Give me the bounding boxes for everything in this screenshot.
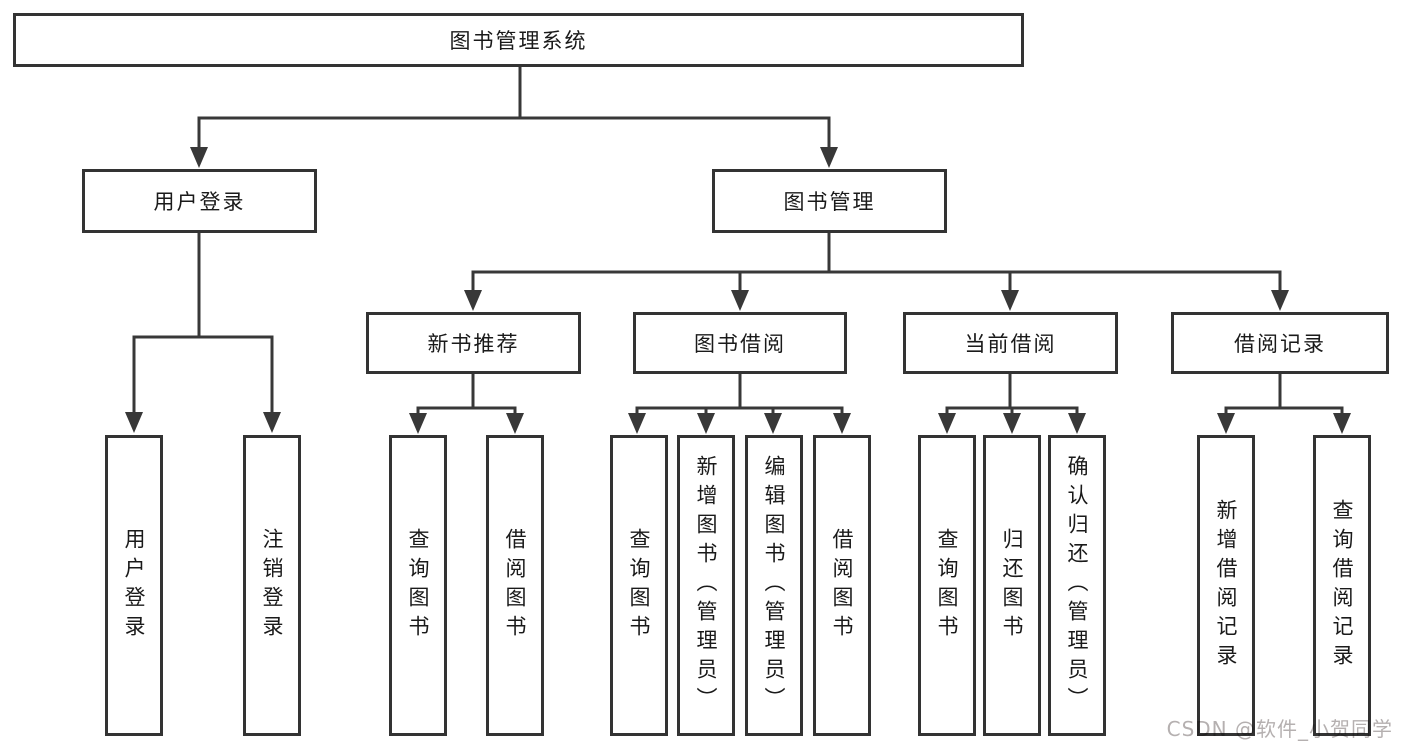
node-root-library-system: 图书管理系统 [13, 13, 1024, 67]
leaf-label: 编辑图书（管理员） [762, 455, 787, 716]
arrowheads [125, 147, 1351, 434]
node-label: 图书管理 [783, 190, 876, 214]
leaf-label: 借阅图书 [830, 527, 855, 644]
leaf-borrow-borrow-books: 借阅图书 [813, 435, 871, 736]
leaf-records-add-record: 新增借阅记录 [1197, 435, 1255, 736]
leaf-user-login: 用户登录 [105, 435, 163, 736]
leaf-label: 归还图书 [1000, 527, 1025, 644]
connector-path [132, 65, 1344, 418]
node-borrow-records: 借阅记录 [1171, 312, 1389, 374]
leaf-label: 用户登录 [122, 527, 147, 644]
node-label: 新书推荐 [427, 332, 520, 356]
leaf-label: 查询借阅记录 [1330, 498, 1355, 673]
node-label: 借阅记录 [1234, 332, 1326, 356]
node-book-borrow: 图书借阅 [633, 312, 847, 374]
watermark: CSDN @软件_小贺同学 [1166, 717, 1393, 741]
leaf-current-confirm-return-admin: 确认归还（管理员） [1048, 435, 1106, 736]
leaf-label: 新增图书（管理员） [694, 455, 719, 716]
node-current-borrow: 当前借阅 [903, 312, 1118, 374]
leaf-recommend-query-books: 查询图书 [389, 435, 447, 736]
leaf-label: 确认归还（管理员） [1065, 455, 1090, 716]
leaf-borrow-add-books-admin: 新增图书（管理员） [677, 435, 735, 736]
leaf-borrow-edit-books-admin: 编辑图书（管理员） [745, 435, 803, 736]
leaf-label: 查询图书 [627, 527, 652, 644]
node-label: 当前借阅 [964, 332, 1057, 356]
node-label: 用户登录 [153, 190, 246, 214]
leaf-current-query-books: 查询图书 [918, 435, 976, 736]
leaf-current-return-books: 归还图书 [983, 435, 1041, 736]
node-user-login: 用户登录 [82, 169, 317, 233]
leaf-label: 查询图书 [406, 527, 431, 644]
node-label: 图书借阅 [694, 332, 786, 356]
leaf-logout-login: 注销登录 [243, 435, 301, 736]
node-new-book-recommend: 新书推荐 [366, 312, 581, 374]
leaf-label: 注销登录 [260, 527, 285, 644]
leaf-label: 新增借阅记录 [1214, 498, 1239, 673]
leaf-records-query-record: 查询借阅记录 [1313, 435, 1371, 736]
leaf-borrow-query-books: 查询图书 [610, 435, 668, 736]
node-book-management: 图书管理 [712, 169, 947, 233]
node-label: 图书管理系统 [449, 29, 588, 53]
leaf-label: 借阅图书 [503, 527, 528, 644]
leaf-recommend-borrow-books: 借阅图书 [486, 435, 544, 736]
leaf-label: 查询图书 [935, 527, 960, 644]
